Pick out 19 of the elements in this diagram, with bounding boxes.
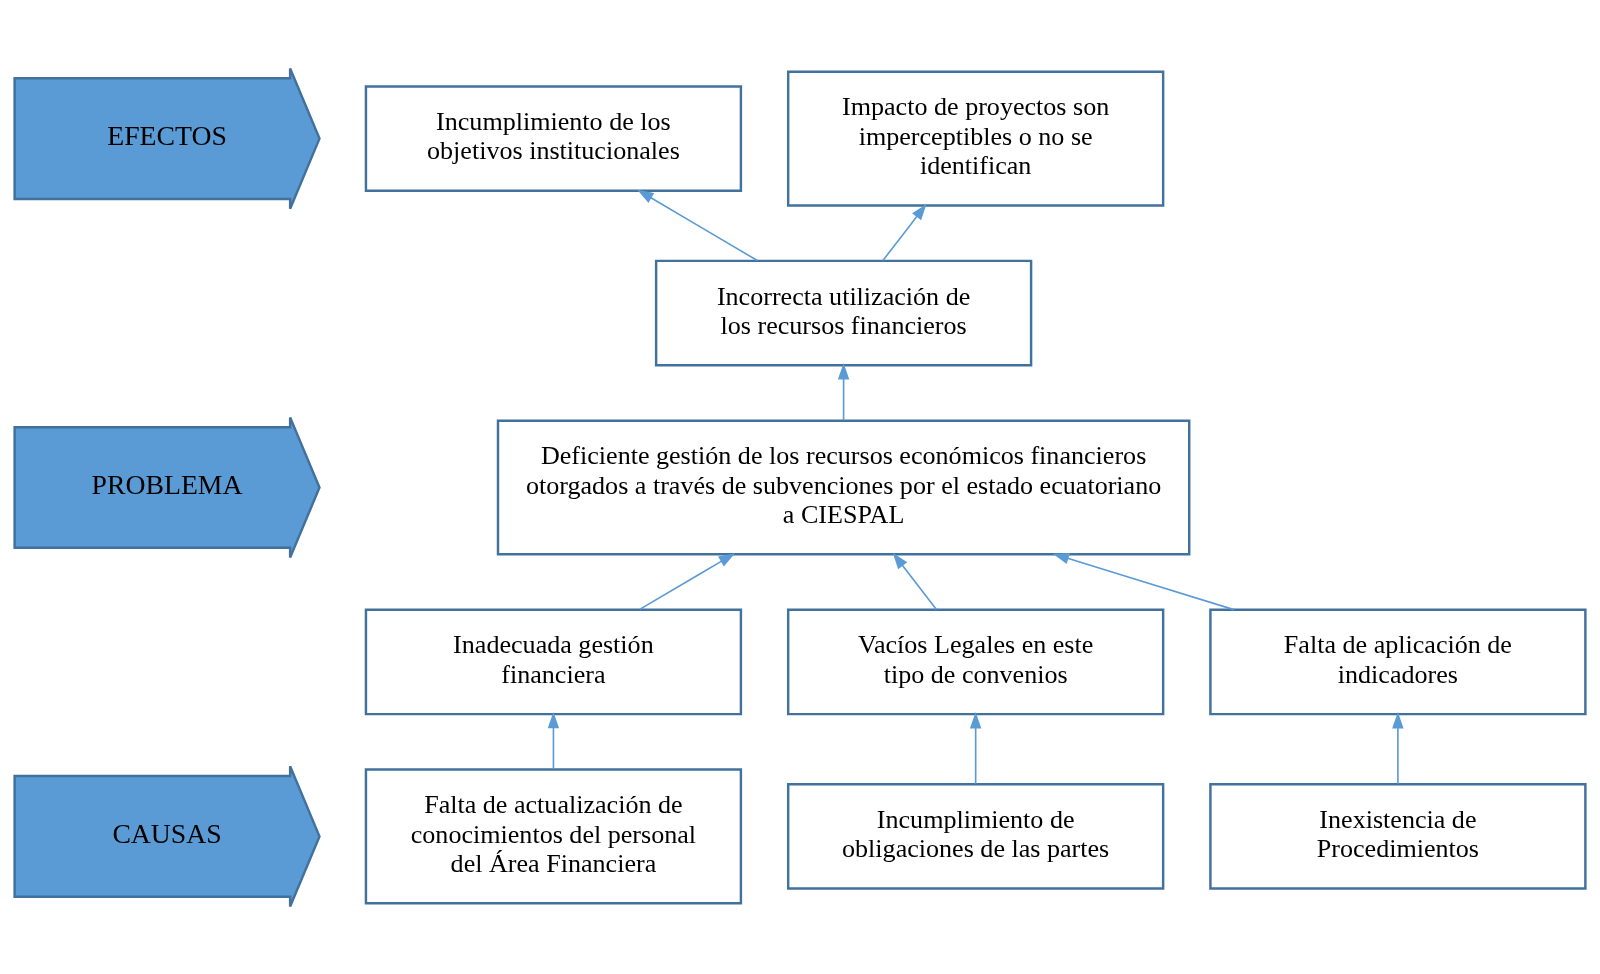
node-box: Deficiente gestión de los recursos económicos financieros otorgados a través de subvenciones por el estado ecuatoriano a CIESPAL — [496, 418, 1191, 556]
arrow — [892, 552, 938, 610]
node-box: Falta de actualización de conocimientos del personal del Área Financiera — [364, 767, 743, 904]
node-box: Incumplimiento de los objetivos institucionales — [364, 84, 743, 192]
node-box: Vacíos Legales en este tipo de convenios — [786, 608, 1165, 715]
node-box: Inexistencia de Procedimientos — [1209, 782, 1587, 890]
node-box: Falta de aplicación de indicadores — [1209, 608, 1587, 715]
node-box: Inadecuada gestión financiera — [364, 608, 743, 715]
arrow — [969, 711, 982, 785]
node-box: Incorrecta utilización de los recursos financieros — [654, 259, 1033, 366]
arrow — [882, 203, 927, 261]
arrow — [637, 189, 759, 261]
arrow — [1392, 711, 1404, 785]
node-box: Impacto de proyectos son imperceptibles o no se identifican — [786, 70, 1165, 207]
arrow — [547, 711, 560, 770]
arrow — [1052, 552, 1235, 610]
node-box: Incumplimiento de obligaciones de las partes — [786, 782, 1165, 890]
arrow — [638, 552, 735, 610]
arrow — [837, 362, 850, 421]
